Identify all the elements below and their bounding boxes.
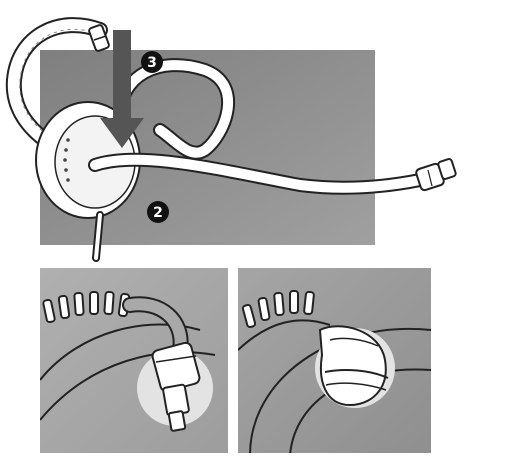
step-3-label: 3: [147, 55, 157, 71]
step-3-badge: 3: [141, 51, 163, 73]
step-2-badge: 2: [147, 201, 169, 223]
detail-panel-left: [40, 268, 228, 453]
detail-panel-right: [238, 268, 431, 455]
top-panel: 3 2: [14, 24, 457, 258]
step-2-label: 2: [153, 205, 163, 221]
